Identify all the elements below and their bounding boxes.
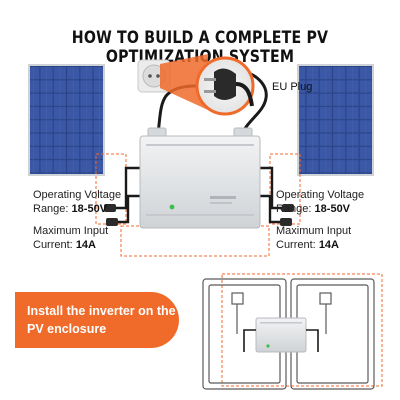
current-key: Current: [33, 238, 73, 251]
right-solar-panel [297, 64, 374, 176]
range-label: Range: [33, 202, 69, 215]
zoom-beam [160, 54, 208, 110]
current-label: Maximum Input [276, 225, 352, 237]
left-solar-panel [28, 64, 105, 176]
voltage-label: Operating Voltage [33, 189, 122, 201]
mc4-connectors [104, 204, 294, 226]
range-label: Range: [276, 202, 312, 215]
right-spec-block: Operating Voltage Range: 18-50V Maximum … [276, 189, 364, 252]
dc-cables [110, 166, 288, 224]
eu-plug-inset [195, 56, 255, 116]
current-value: 14A [75, 238, 96, 251]
current-value: 14A [318, 238, 339, 251]
microinverter [139, 127, 261, 229]
range-value: 18-50V [71, 202, 108, 215]
left-spec-block: Operating Voltage Range: 18-50V Maximum … [33, 189, 121, 252]
current-key: Current: [276, 238, 316, 251]
enclosure-inverter [255, 317, 307, 353]
install-callout: Install the inverter on the PV enclosure [15, 292, 179, 348]
voltage-label: Operating Voltage [276, 189, 365, 201]
range-value: 18-50V [314, 202, 351, 215]
plug-label: EU Plug [272, 81, 312, 93]
current-label: Maximum Input [33, 225, 109, 237]
